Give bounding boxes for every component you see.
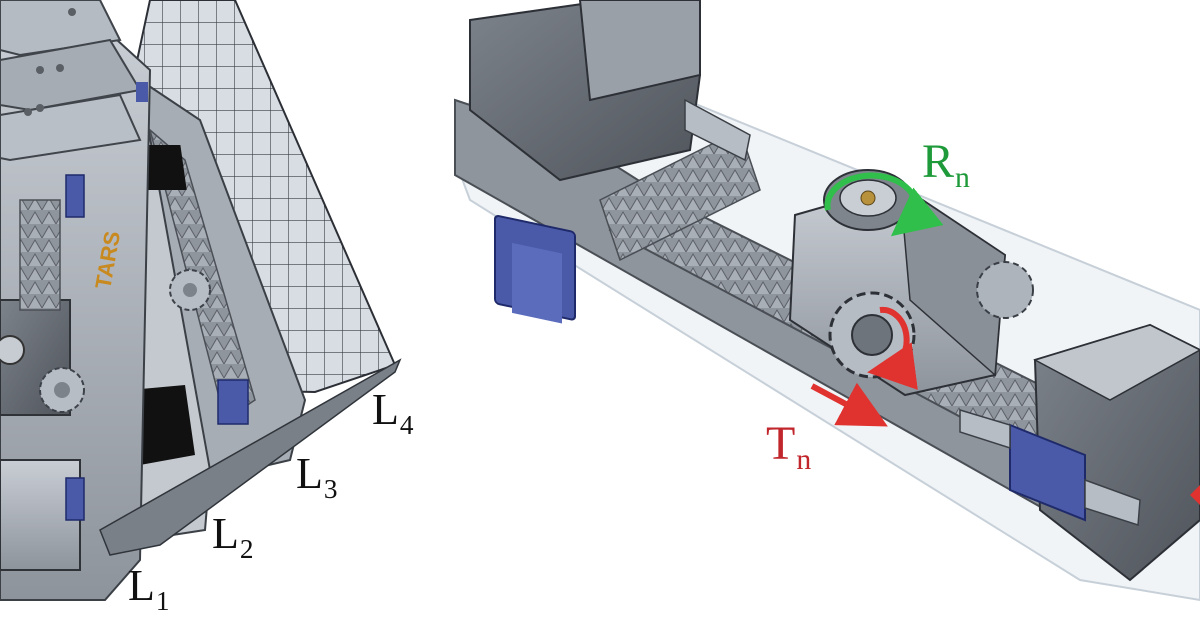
left-motor-hub <box>0 335 25 365</box>
base-plate <box>99 358 402 556</box>
left-clamp-lower <box>65 477 85 521</box>
leg-l2-black-band-bottom <box>130 385 195 465</box>
rotation-arrow-green <box>824 172 944 237</box>
left-clamp-upper <box>65 174 85 218</box>
servo-horn <box>823 169 913 231</box>
clamp-right <box>1009 423 1086 522</box>
leg-label-l2: L2 <box>212 509 254 564</box>
end-arrow-red <box>1190 485 1200 505</box>
upper-rack <box>599 128 761 262</box>
module-right-assembly <box>453 0 1200 602</box>
left-gear-lower <box>39 367 85 413</box>
top-clamp <box>136 82 148 102</box>
l3-clamp <box>217 379 249 425</box>
robot-left-assembly <box>0 0 402 601</box>
rail-bracket-right <box>959 408 1011 450</box>
pinion-gear <box>828 291 916 379</box>
leg-label-l3: L3 <box>296 449 338 504</box>
leg-label-l4: L4 <box>372 385 414 440</box>
translation-arrow <box>810 382 888 427</box>
leg-label-l1: L1 <box>128 561 170 616</box>
rotation-label: Rn <box>922 135 970 195</box>
left-gear-upper <box>169 269 211 311</box>
translation-label: Tn <box>766 417 812 477</box>
leg-l2-black-band-top <box>138 145 187 190</box>
left-rack-vertical <box>19 199 61 311</box>
rotation-arrow-red <box>867 306 918 390</box>
rail-bracket-left <box>684 98 751 162</box>
side-gear <box>976 261 1034 319</box>
top-blocks <box>0 0 142 162</box>
